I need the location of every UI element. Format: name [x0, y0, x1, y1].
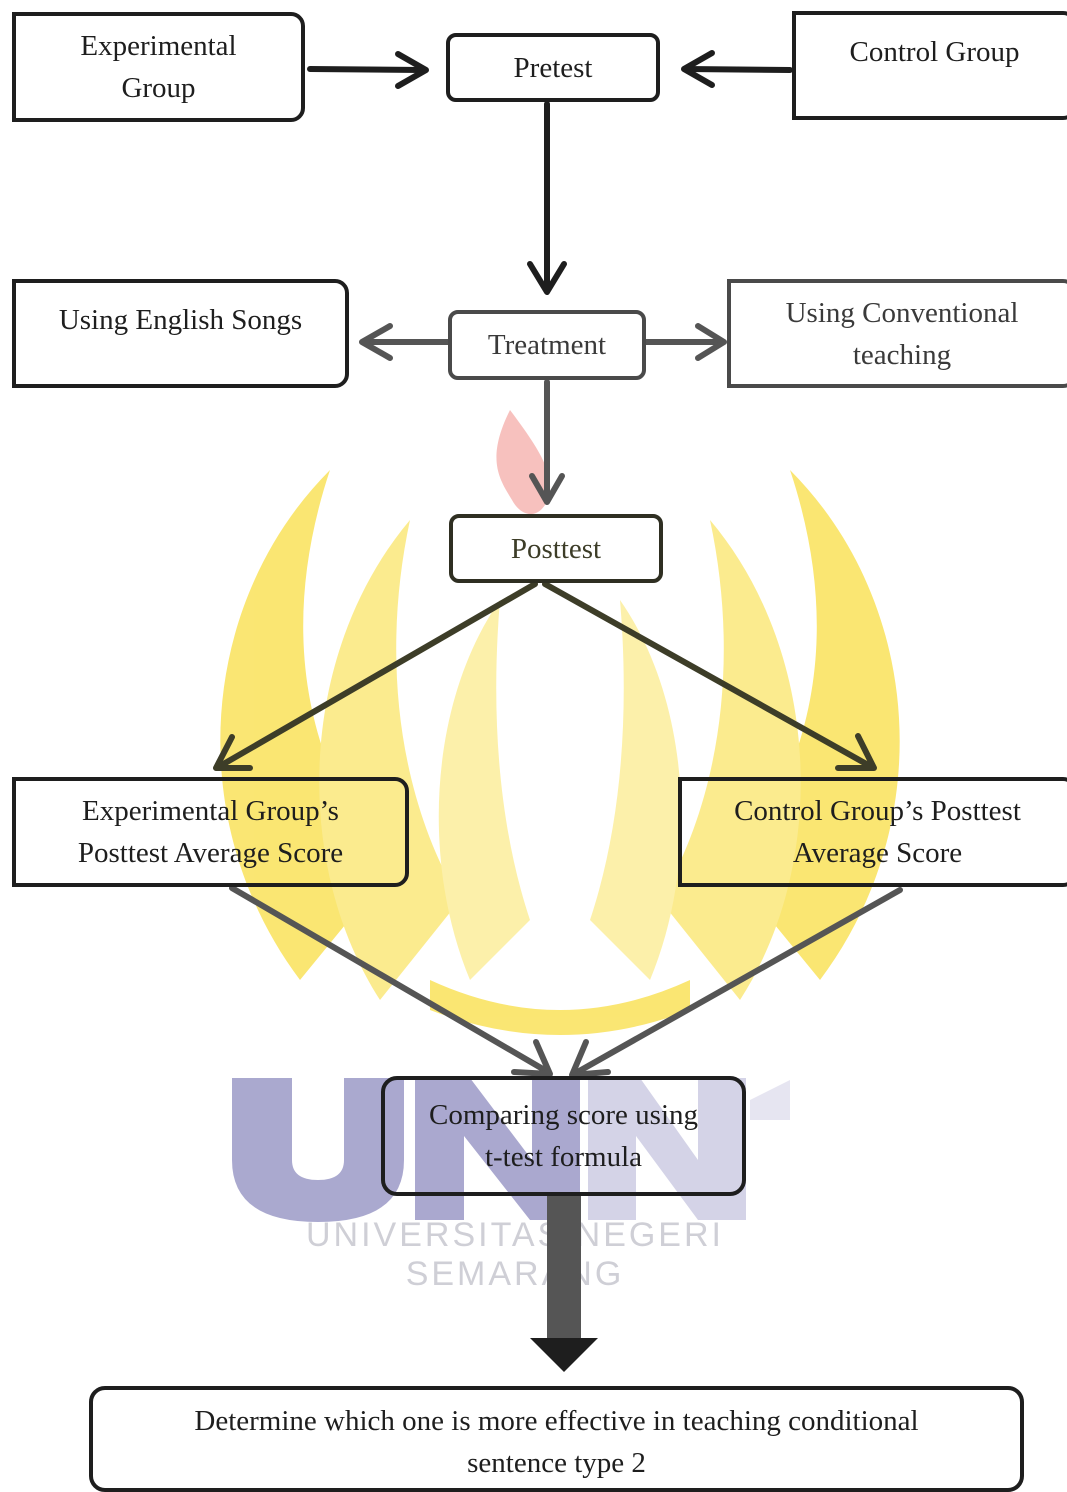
arrow-control-avg-to-comparing: [569, 887, 903, 1078]
node-using-english-songs: Using English Songs: [12, 279, 349, 388]
watermark-institution-text: UNIVERSITAS NEGERI SEMARANG: [306, 1216, 724, 1293]
node-posttest: Posttest: [449, 514, 663, 583]
unnes-wordmark: [232, 1078, 790, 1222]
node-experimental-group-label: Experimental Group: [80, 30, 237, 104]
node-treatment: Treatment: [448, 310, 646, 380]
arrow-experimental-to-pretest: [307, 51, 429, 89]
arrow-experimental-avg-to-comparing: [229, 885, 553, 1077]
node-pretest: Pretest: [446, 33, 660, 102]
node-treatment-label: Treatment: [487, 329, 607, 361]
node-control-group: Control Group: [792, 11, 1067, 120]
node-posttest-label: Posttest: [510, 532, 602, 565]
node-control-posttest-average: Control Group’s Posttest Average Score: [678, 777, 1067, 887]
arrow-posttest-to-control-avg: [542, 581, 877, 771]
arrow-posttest-to-experimental-avg: [213, 581, 538, 771]
arrow-treatment-to-conventional: [643, 323, 727, 361]
node-experimental-group: Experimental Group: [12, 12, 305, 122]
node-using-conventional-teaching-label: Using Conventional teaching: [785, 296, 1019, 371]
node-using-conventional-teaching: Using Conventional teaching: [727, 279, 1067, 388]
arrow-treatment-to-english-songs: [359, 323, 451, 361]
node-pretest-label: Pretest: [513, 51, 593, 84]
node-determine-effective-label: Determine which one is more effective in…: [194, 1405, 919, 1479]
node-determine-effective: Determine which one is more effective in…: [89, 1386, 1024, 1492]
node-control-group-label: Control Group: [849, 36, 1020, 68]
arrow-pretest-to-treatment: [527, 101, 567, 295]
node-control-posttest-average-label: Control Group’s Posttest Average Score: [734, 795, 1021, 869]
arrow-treatment-to-posttest: [529, 379, 565, 505]
arrow-control-to-pretest: [681, 50, 793, 88]
node-comparing-score: Comparing score using t-test formula: [381, 1076, 746, 1196]
node-experimental-posttest-average: Experimental Group’s Posttest Average Sc…: [12, 777, 409, 887]
arrow-comparing-to-determine: [530, 1195, 598, 1372]
node-comparing-score-label: Comparing score using t-test formula: [428, 1099, 698, 1173]
flame-emblem: [220, 410, 900, 1035]
node-experimental-posttest-average-label: Experimental Group’s Posttest Average Sc…: [77, 795, 344, 869]
node-using-english-songs-label: Using English Songs: [58, 304, 303, 336]
